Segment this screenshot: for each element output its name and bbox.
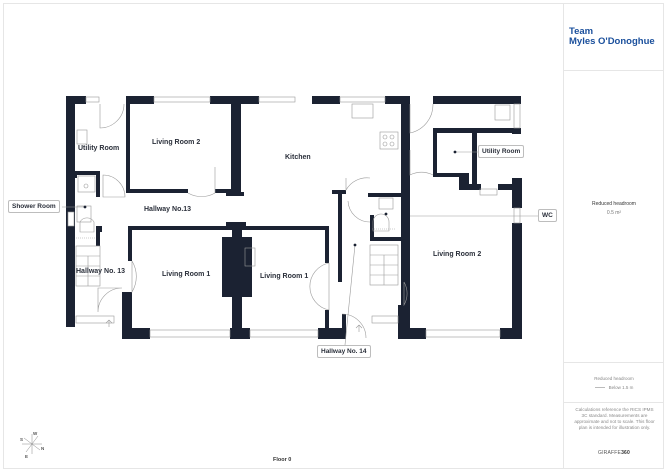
page-frame [3,3,664,469]
walls [66,96,522,339]
tag-utility-room: Utility Room [478,145,525,158]
windows [67,96,521,338]
headroom-key-label: Below 1.5 m [608,385,634,390]
headroom-key-line [594,387,605,389]
room-label-living-room-1-left: Living Room 1 [162,271,210,278]
reduced-headroom-area: 0.5 m² [606,210,622,216]
logo-part-1: GIRAFFE [597,450,622,456]
tag-wc: WC [538,209,557,222]
room-label-hallway-no13-left: Hallway No. 13 [76,268,125,275]
brand-line-2: Myles O'Donoghue [569,36,655,47]
room-label-living-room-2-left: Living Room 2 [152,139,200,146]
room-label-utility-room-left: Utility Room [78,145,119,152]
tag-shower-room: Shower Room [8,200,60,213]
compass-w: W [33,431,38,436]
room-label-living-room-2-right: Living Room 2 [433,251,481,258]
sidebar: Team Myles O'Donoghue Reduced headroom 0… [563,3,664,469]
sidebar-divider [564,362,664,363]
room-label-kitchen: Kitchen [285,154,311,161]
leader-lines [62,151,538,346]
sidebar-divider [564,402,664,403]
compass-s: S [20,437,24,442]
logo-part-2: 360 [621,450,631,456]
entrance-arrow-icon [105,319,363,332]
reduced-headroom-title: Reduced headroom [592,201,636,207]
headroom-key-title: Reduced headroom [594,376,634,381]
doors [97,103,434,339]
giraffe360-logo: GIRAFFE360 [564,450,664,456]
fixtures [75,103,511,287]
brand-line-1: Team [569,26,594,37]
disclaimer-text: Calculations reference the RICS IPMS 3C … [574,407,655,430]
room-label-living-room-1-right: Living Room 1 [260,273,308,280]
compass-rose: W S N E [18,431,48,460]
compass-n: N [41,446,45,451]
compass-e: E [25,454,29,459]
leader-dots [83,150,457,247]
room-label-hallway-no13-top: Hallway No.13 [144,206,191,213]
brand-name: Team Myles O'Donoghue [569,27,655,47]
tag-hallway-no14: Hallway No. 14 [317,345,371,358]
floor-label: Floor 0 [273,457,292,463]
headroom-key-row: Below 1.5 m [564,385,664,390]
sidebar-divider [564,70,664,71]
compass-icon [22,434,42,454]
